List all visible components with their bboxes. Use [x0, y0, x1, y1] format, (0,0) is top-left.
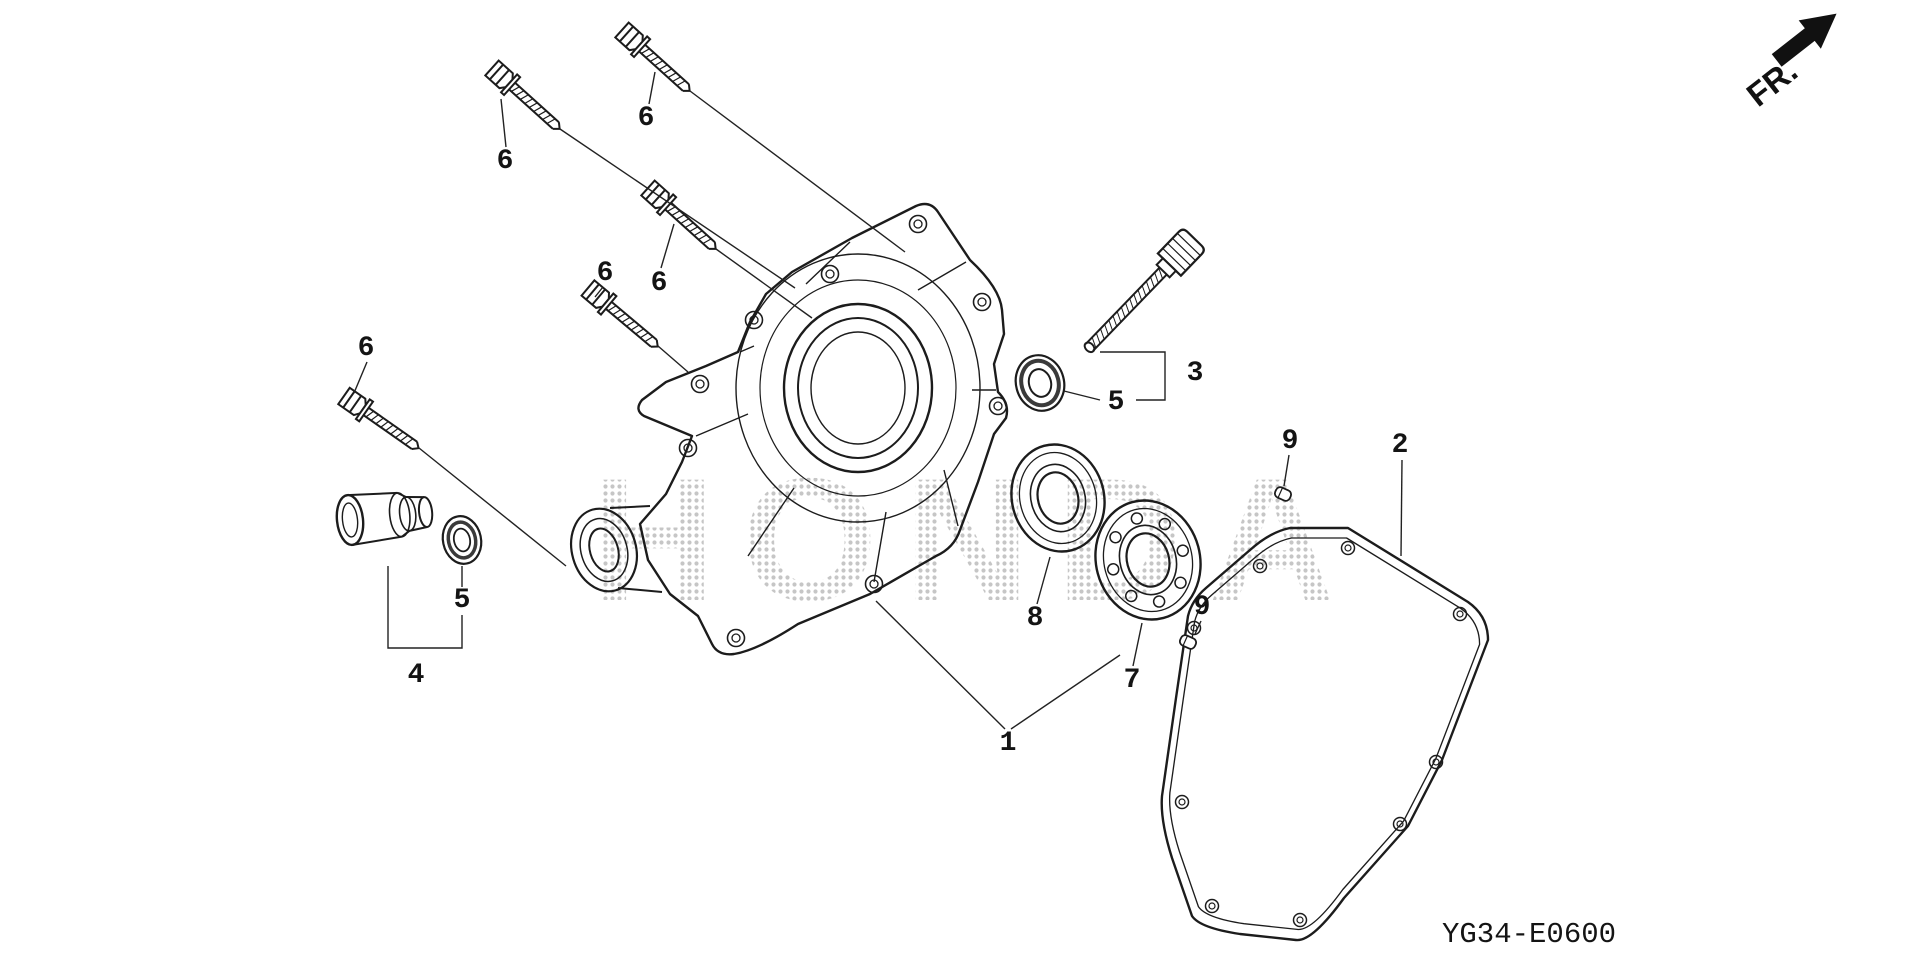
part-label-6: 6	[357, 333, 375, 364]
part-label-6: 6	[650, 268, 668, 299]
flange-bolt	[336, 385, 427, 460]
oil-seal-left	[441, 515, 483, 565]
part-label-8: 8	[1026, 603, 1044, 634]
part-label-6: 6	[496, 146, 514, 177]
part-label-6: 6	[637, 103, 655, 134]
part-label-5: 5	[1107, 387, 1125, 418]
part-label-9: 9	[1281, 426, 1299, 457]
dowel-pin-top	[1273, 486, 1293, 502]
part-label-9: 9	[1193, 592, 1211, 623]
radial-ball-bearing-7	[1094, 499, 1202, 621]
flange-bolt	[612, 20, 699, 101]
part-label-1: 1	[999, 728, 1017, 759]
gasket	[1160, 526, 1490, 942]
part-label-5: 5	[453, 585, 471, 616]
fr-label: FR.	[1740, 52, 1805, 114]
fr-direction-indicator: FR.	[1740, 13, 1837, 114]
dowel-pin-bottom	[1178, 634, 1198, 650]
oil-filler-dipstick	[1083, 228, 1205, 354]
part-label-7: 7	[1123, 665, 1141, 696]
diagram-code: YG34-E0600	[1442, 918, 1616, 951]
flange-bolts	[336, 20, 725, 460]
crankcase-cover	[570, 202, 1009, 656]
oil-seal-top	[1014, 354, 1066, 412]
part-label-4: 4	[407, 660, 425, 691]
fr-arrow-icon	[1771, 13, 1837, 67]
part-label-2: 2	[1391, 430, 1409, 461]
leader-lines	[353, 71, 1403, 730]
flange-bolt	[482, 58, 569, 139]
part-label-3: 3	[1186, 358, 1204, 389]
radial-ball-bearing-8	[1010, 443, 1106, 553]
honda-watermark: HONDA	[589, 443, 1361, 638]
breather-plug	[335, 491, 434, 547]
part-label-6: 6	[596, 258, 614, 289]
